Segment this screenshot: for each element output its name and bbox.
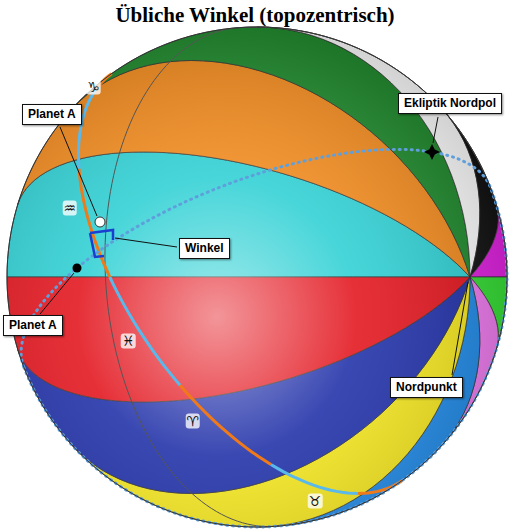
- callout-label: Planet A: [22, 104, 82, 125]
- planet-dot: [73, 264, 82, 273]
- ecliptic-line: [358, 480, 402, 493]
- great-circles: [7, 27, 507, 527]
- callout-label: Ekliptik Nordpol: [398, 93, 502, 114]
- house-lunes: [7, 27, 507, 527]
- meridian-line: [105, 27, 507, 527]
- callout-label: Winkel: [179, 238, 230, 259]
- zodiac-sign: ♉: [308, 494, 323, 509]
- zodiac-sign: ♒: [63, 201, 78, 216]
- label-text: Planet A: [9, 318, 57, 333]
- ecliptic-pole-marker: [424, 144, 440, 160]
- planet-dot: [95, 217, 105, 227]
- sphere-base: [7, 27, 507, 527]
- sphere-limb: [7, 27, 507, 527]
- sphere-shading: [7, 27, 507, 527]
- ecliptic-line: [110, 277, 180, 385]
- label-text: Planet A: [28, 107, 76, 122]
- title: Übliche Winkel (topozentrisch): [0, 3, 510, 28]
- label-text: Ekliptik Nordpol: [404, 96, 496, 111]
- zodiac-sign: ♈: [185, 413, 200, 428]
- sphere-shading: [7, 27, 507, 527]
- angle-bracket: [90, 230, 113, 257]
- leader-line: [60, 127, 97, 216]
- leader-line: [433, 117, 438, 143]
- latitude-circle: [21, 149, 507, 527]
- callout-label: Nordpunkt: [390, 377, 463, 398]
- leader-line: [40, 273, 74, 314]
- ecliptic-line: [271, 465, 358, 494]
- ecliptic-line: [78, 90, 95, 169]
- ecliptic-line: [180, 385, 271, 464]
- leader-line: [115, 238, 177, 247]
- label-text: Nordpunkt: [396, 380, 457, 395]
- callout-label: Planet A: [3, 315, 63, 336]
- leader-line: [452, 282, 468, 375]
- label-text: Winkel: [185, 241, 224, 256]
- markers: [40, 117, 468, 375]
- zodiac-sign: ♓: [121, 334, 136, 349]
- zodiac-sign: ♑: [86, 80, 101, 95]
